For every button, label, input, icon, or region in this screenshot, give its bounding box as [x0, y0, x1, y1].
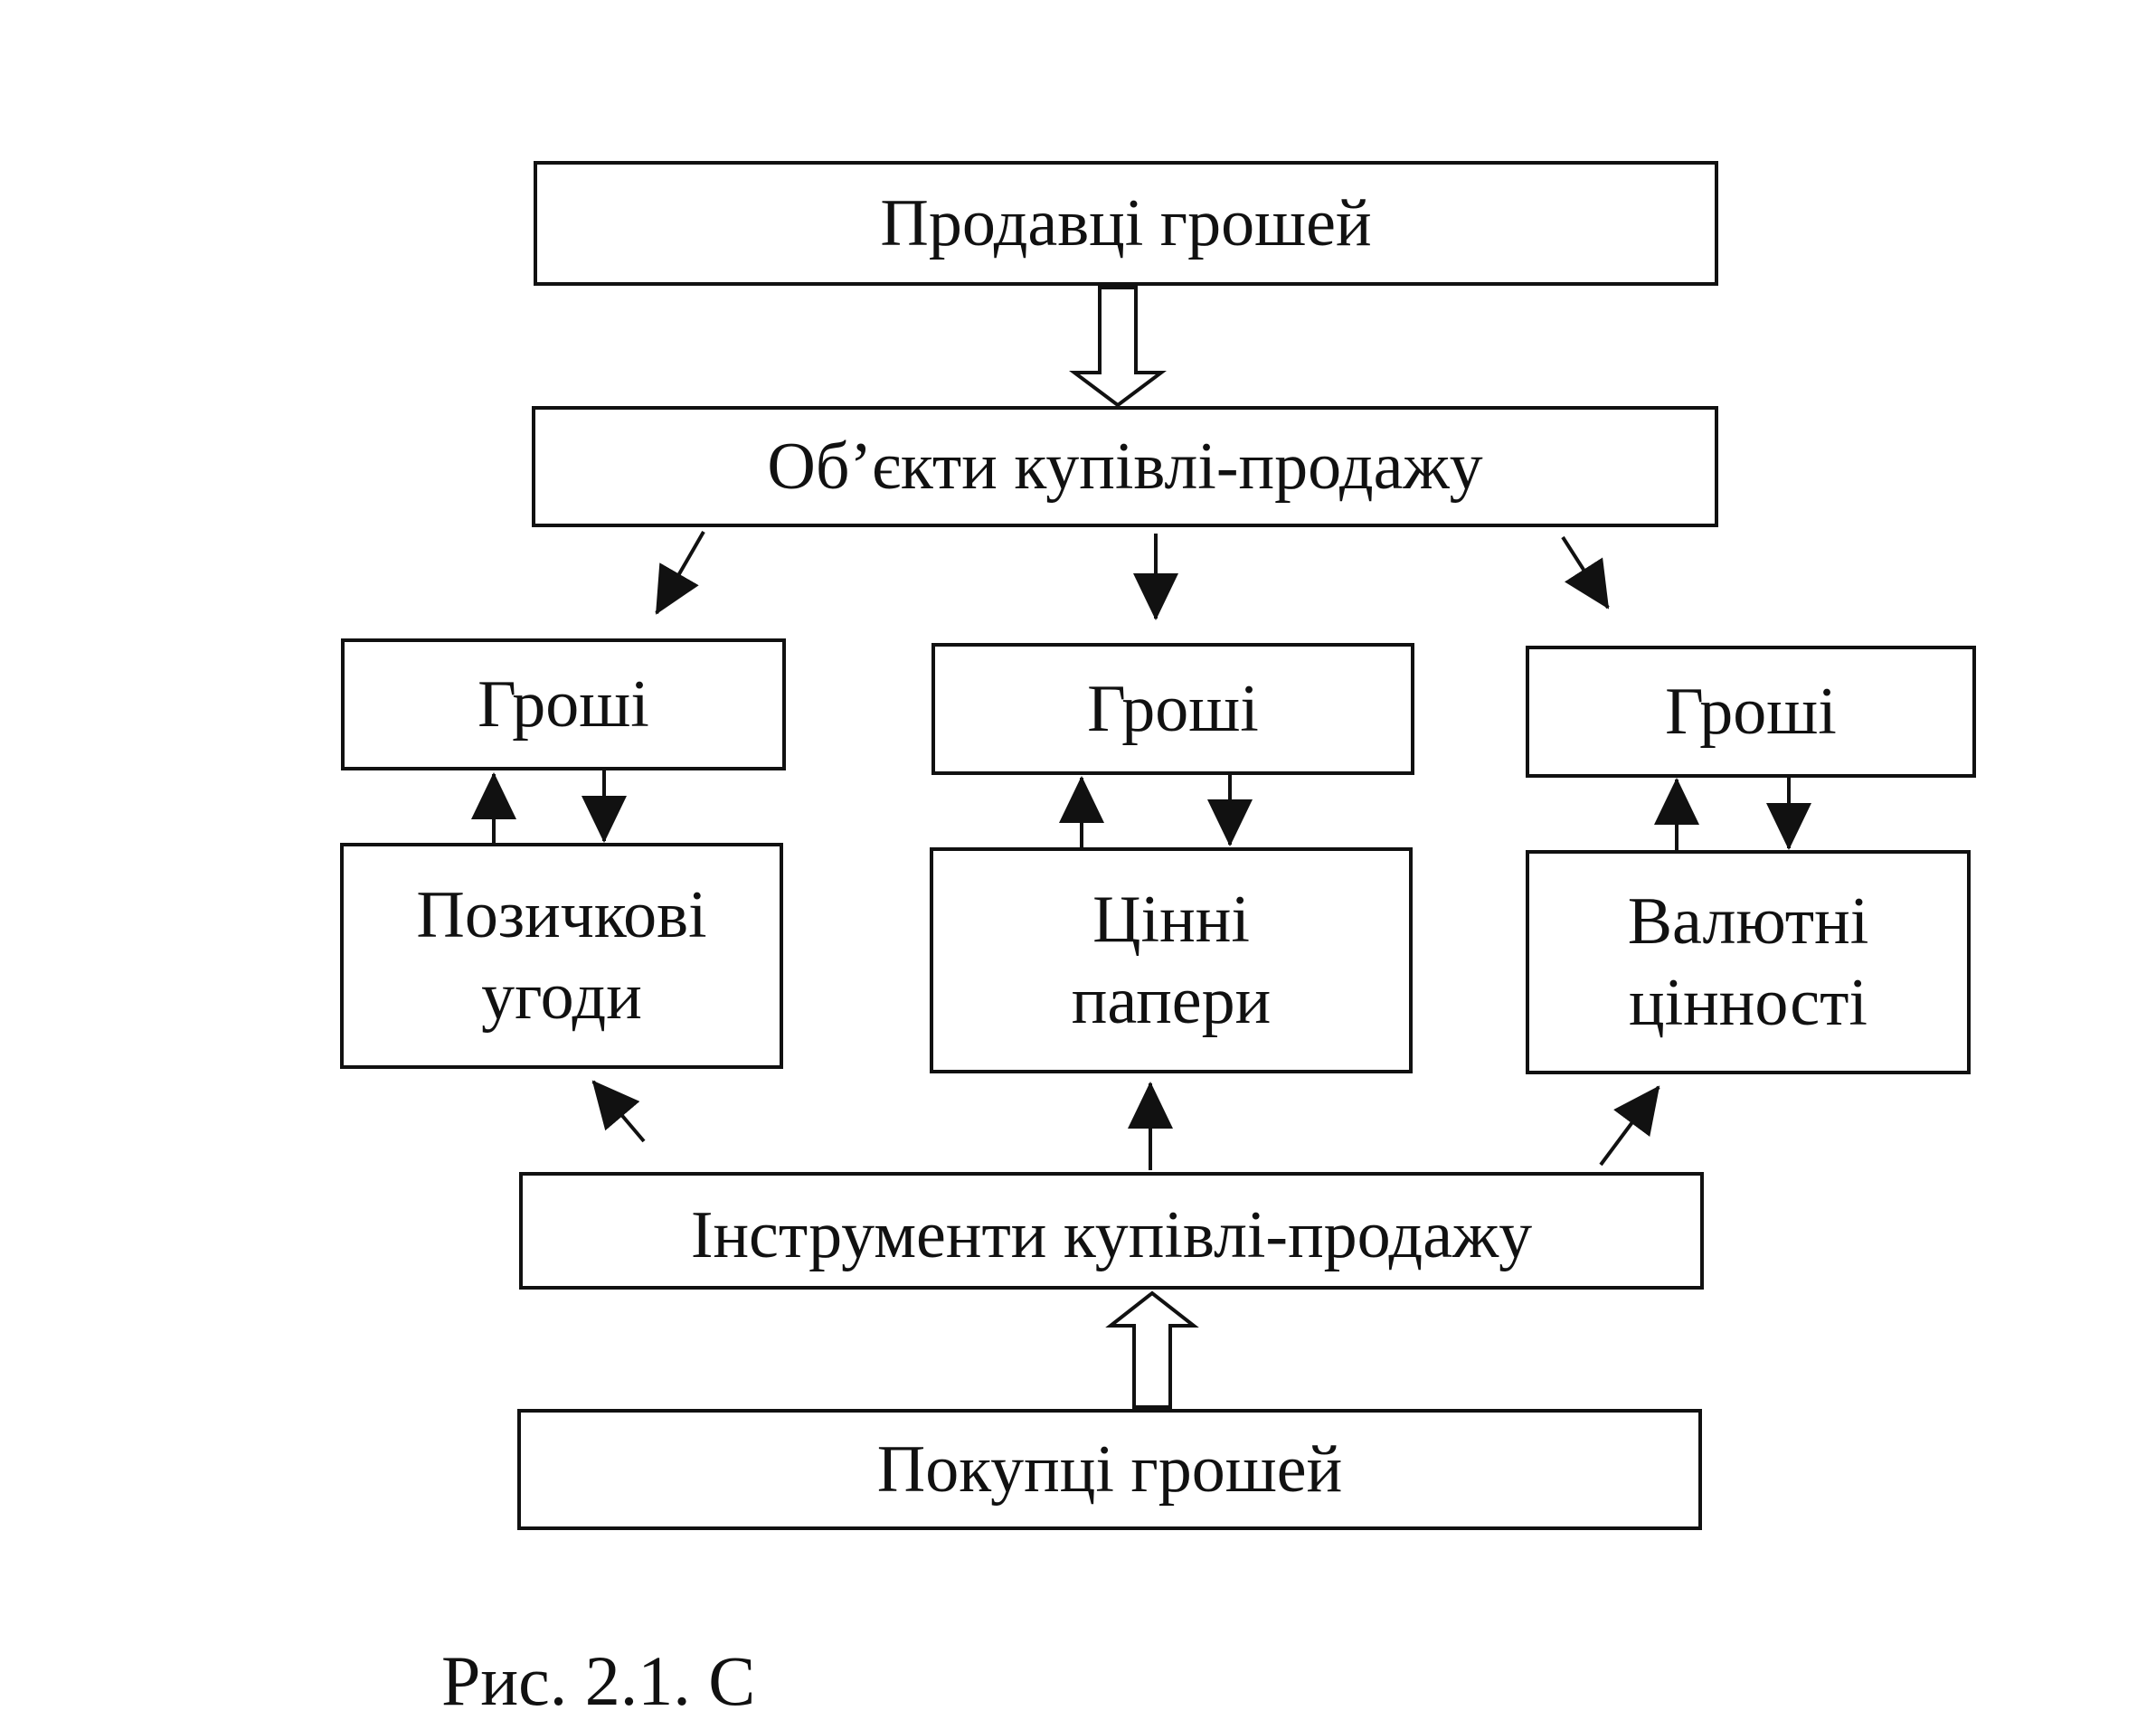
- currency-box: Валютні цінності: [1526, 850, 1971, 1074]
- objects-label: Об’єкти купівлі-продажу: [767, 429, 1483, 504]
- loans-box: Позичкові угоди: [340, 843, 783, 1069]
- buyers-label: Покупці грошей: [876, 1432, 1343, 1507]
- figure-caption: Рис. 2.1. С: [441, 1641, 756, 1720]
- arrow-instruments-to-loans: [591, 1080, 646, 1143]
- connectors: [471, 286, 1811, 1409]
- money-market-diagram: Продавці грошей Об’єкти купівлі-продажу …: [340, 161, 1976, 1716]
- money-label: Гроші: [1087, 671, 1259, 746]
- loans-label-line-2: угоди: [481, 959, 642, 1034]
- money-box-loans: Гроші: [341, 638, 786, 770]
- instruments-box: Інструменти купівлі-продажу: [519, 1172, 1704, 1290]
- money-label: Гроші: [478, 666, 649, 742]
- instruments-label: Інструменти купівлі-продажу: [690, 1197, 1533, 1272]
- securities-box: Цінні папери: [930, 847, 1413, 1073]
- currency-label-line-2: цінності: [1629, 966, 1868, 1040]
- loans-label-line-1: Позичкові: [416, 877, 707, 952]
- buyers-box: Покупці грошей: [517, 1409, 1702, 1530]
- money-label: Гроші: [1665, 674, 1837, 749]
- securities-label-line-1: Цінні: [1092, 882, 1250, 957]
- money-box-securities: Гроші: [931, 643, 1414, 775]
- hollow-arrow-down: [1069, 286, 1167, 408]
- sellers-box: Продавці грошей: [534, 161, 1718, 286]
- arrow-instruments-to-currency: [1599, 1085, 1660, 1167]
- arrow-objects-to-money-3: [1561, 535, 1610, 610]
- securities-label-line-2: папери: [1071, 964, 1272, 1038]
- hollow-arrow-up: [1105, 1290, 1199, 1409]
- objects-box: Об’єкти купівлі-продажу: [532, 406, 1718, 527]
- money-box-currency: Гроші: [1526, 646, 1976, 778]
- currency-label-line-1: Валютні: [1627, 884, 1869, 959]
- arrow-objects-to-money-1: [655, 530, 705, 615]
- sellers-label: Продавці грошей: [880, 185, 1372, 260]
